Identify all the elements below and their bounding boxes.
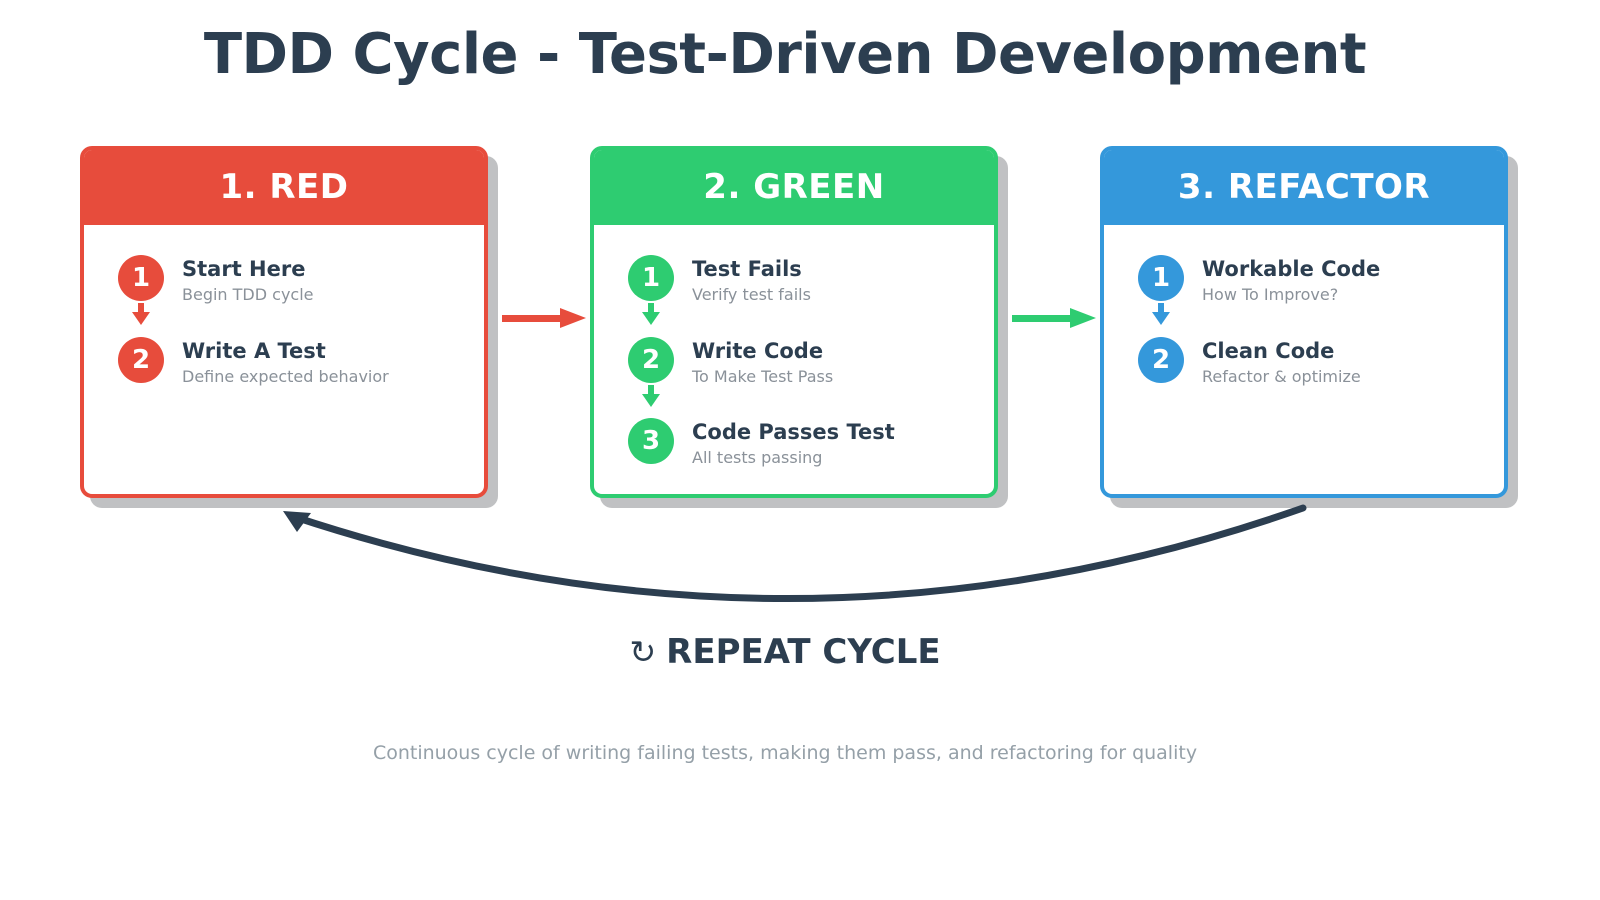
step-title: Start Here: [182, 257, 306, 281]
stage-card-refactor-body: 1 Workable Code How To Improve? 2 Clean …: [1104, 225, 1504, 396]
step-text: Clean Code Refactor & optimize: [1202, 337, 1361, 387]
step-badge-3: 3: [628, 418, 674, 465]
repeat-cycle-text: REPEAT CYCLE: [666, 632, 941, 672]
step-title: Clean Code: [1202, 338, 1335, 363]
connector-arrowhead-icon: [560, 308, 586, 328]
step-subtitle: To Make Test Pass: [692, 366, 834, 386]
step-text: Start Here Begin TDD cycle: [182, 255, 314, 305]
step-badge-1: 1: [1138, 255, 1184, 301]
connector-line: [1012, 315, 1074, 322]
step-title: Write Code: [692, 338, 824, 363]
step-title: Workable Code: [1202, 257, 1381, 281]
connector-arrow-green-to-blue: [1012, 308, 1098, 328]
step-item: 3 Code Passes Test All tests passing: [628, 418, 974, 468]
stage-card-green-body: 1 Test Fails Verify test fails 2 Write C…: [594, 225, 994, 478]
step-text: Test Fails Verify test fails: [692, 255, 811, 305]
step-item: 2 Write A Test Define expected behavior: [118, 336, 464, 387]
step-subtitle: Define expected behavior: [182, 366, 389, 386]
step-item: 1 Test Fails Verify test fails: [628, 255, 974, 325]
repeat-cycle-arrow-icon: [283, 504, 1307, 603]
step-subtitle: All tests passing: [692, 448, 823, 468]
step-text: Workable Code How To Improve?: [1202, 255, 1380, 305]
step-text: Write A Test Define expected behavior: [182, 337, 389, 387]
step-item: 1 Start Here Begin TDD cycle: [118, 255, 464, 325]
step-badge-2: 2: [1138, 336, 1184, 383]
stage-card-red-header: 1. RED: [84, 150, 484, 225]
stage-card-refactor-header: 3. REFACTOR: [1104, 150, 1504, 225]
connector-line: [502, 315, 564, 322]
step-subtitle: Verify test fails: [692, 285, 811, 305]
step-down-arrow-icon: [132, 303, 150, 325]
stage-card-red: 1. RED 1 Start Here Begin TDD cycle 2 Wr…: [80, 146, 488, 498]
step-down-arrow-icon: [1152, 303, 1170, 325]
step-badge-1: 1: [628, 255, 674, 301]
page-title: TDD Cycle - Test-Driven Development: [203, 22, 1367, 87]
step-text: Code Passes Test All tests passing: [692, 418, 895, 468]
step-subtitle: How To Improve?: [1202, 285, 1339, 305]
step-badge-2: 2: [118, 336, 164, 383]
stage-card-red-body: 1 Start Here Begin TDD cycle 2 Write A T…: [84, 225, 484, 396]
step-title: Test Fails: [692, 257, 802, 281]
step-title: Write A Test: [182, 338, 326, 363]
step-down-arrow-icon: [642, 303, 660, 325]
step-down-arrow-icon: [642, 384, 660, 407]
step-subtitle: Refactor & optimize: [1202, 366, 1361, 386]
connector-arrowhead-icon: [1070, 308, 1096, 328]
step-item: 2 Clean Code Refactor & optimize: [1138, 336, 1484, 387]
refresh-cycle-icon: ↻: [629, 633, 657, 671]
stage-card-refactor: 3. REFACTOR 1 Workable Code How To Impro…: [1100, 146, 1508, 498]
stage-card-green-header: 2. GREEN: [594, 150, 994, 225]
connector-arrow-red-to-green: [502, 308, 588, 328]
step-badge-2: 2: [628, 336, 674, 383]
step-title: Code Passes Test: [692, 420, 895, 445]
step-text: Write Code To Make Test Pass: [692, 337, 833, 387]
step-item: 2 Write Code To Make Test Pass: [628, 336, 974, 407]
stage-card-green: 2. GREEN 1 Test Fails Verify test fails …: [590, 146, 998, 498]
repeat-cycle-label: ↻REPEAT CYCLE: [0, 632, 1570, 672]
step-badge-1: 1: [118, 255, 164, 301]
footer-description: Continuous cycle of writing failing test…: [372, 742, 1198, 764]
step-subtitle: Begin TDD cycle: [182, 285, 314, 305]
step-item: 1 Workable Code How To Improve?: [1138, 255, 1484, 325]
